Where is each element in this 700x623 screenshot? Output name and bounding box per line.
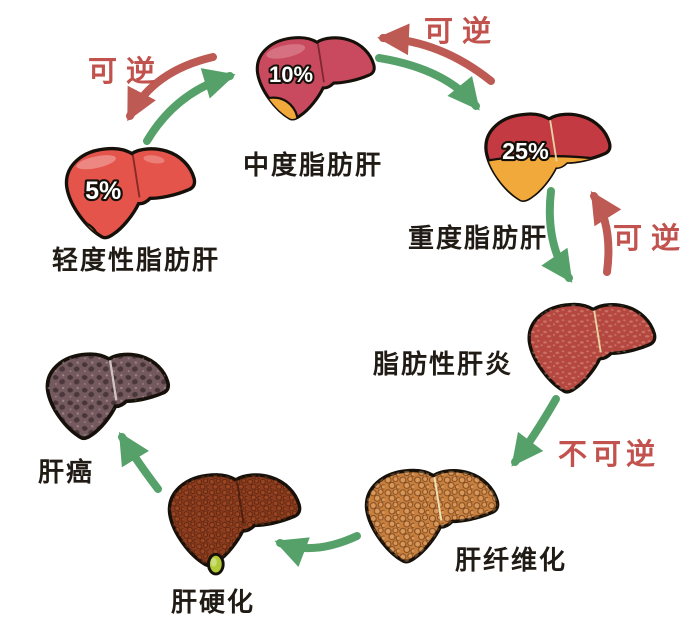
stage-label-cirrhosis: 肝硬化 [171,587,256,617]
arrow-reversible-steatohepatitis-to-severe [590,191,622,276]
liver-cancer-illustration [45,352,171,441]
arrow-mild-to-moderate [143,68,236,145]
annotation-irreversible: 不可逆 [558,439,661,471]
liver-severe-fatty-illustration: 25% [484,112,612,202]
stage-label-mild: 轻度性脂肪肝 [52,245,221,275]
arrow-severe-to-steatohepatitis [541,187,573,283]
arrow-reversible-severe-to-moderate [377,23,495,85]
stage-label-cancer: 肝癌 [38,457,95,487]
moderate-percent-label: 10% [269,62,313,87]
severe-percent-label: 25% [502,138,549,164]
stage-label-moderate: 中度脂肪肝 [243,150,384,180]
annotation-reversible-right: 可逆 [613,223,690,255]
liver-fibrosis-illustration [364,468,500,564]
liver-moderate-fatty-illustration: 10% [255,36,376,121]
annotation-reversible-top-right: 可逆 [424,16,501,48]
arrow-moderate-to-severe [375,54,480,111]
arrow-irreversible-steatohepatitis-to-fibrosis [511,395,560,467]
annotation-reversible-top-left: 可逆 [88,56,165,88]
arrow-reversible-moderate-to-mild [126,53,217,122]
liver-cirrhosis-illustration [167,473,302,576]
liver-steatohepatitis-illustration [527,302,657,394]
mild-percent-label: 5% [85,177,121,205]
arrow-fibrosis-to-cirrhosis [274,532,361,568]
stage-label-severe: 重度脂肪肝 [408,223,549,253]
stage-label-steatohepatitis: 脂肪性肝炎 [373,349,514,379]
stage-label-fibrosis: 肝纤维化 [455,545,568,575]
liver-mild-fatty-illustration: 5% [64,146,197,240]
arrow-cirrhosis-to-cancer [118,431,162,493]
gallbladder-icon [207,552,225,576]
